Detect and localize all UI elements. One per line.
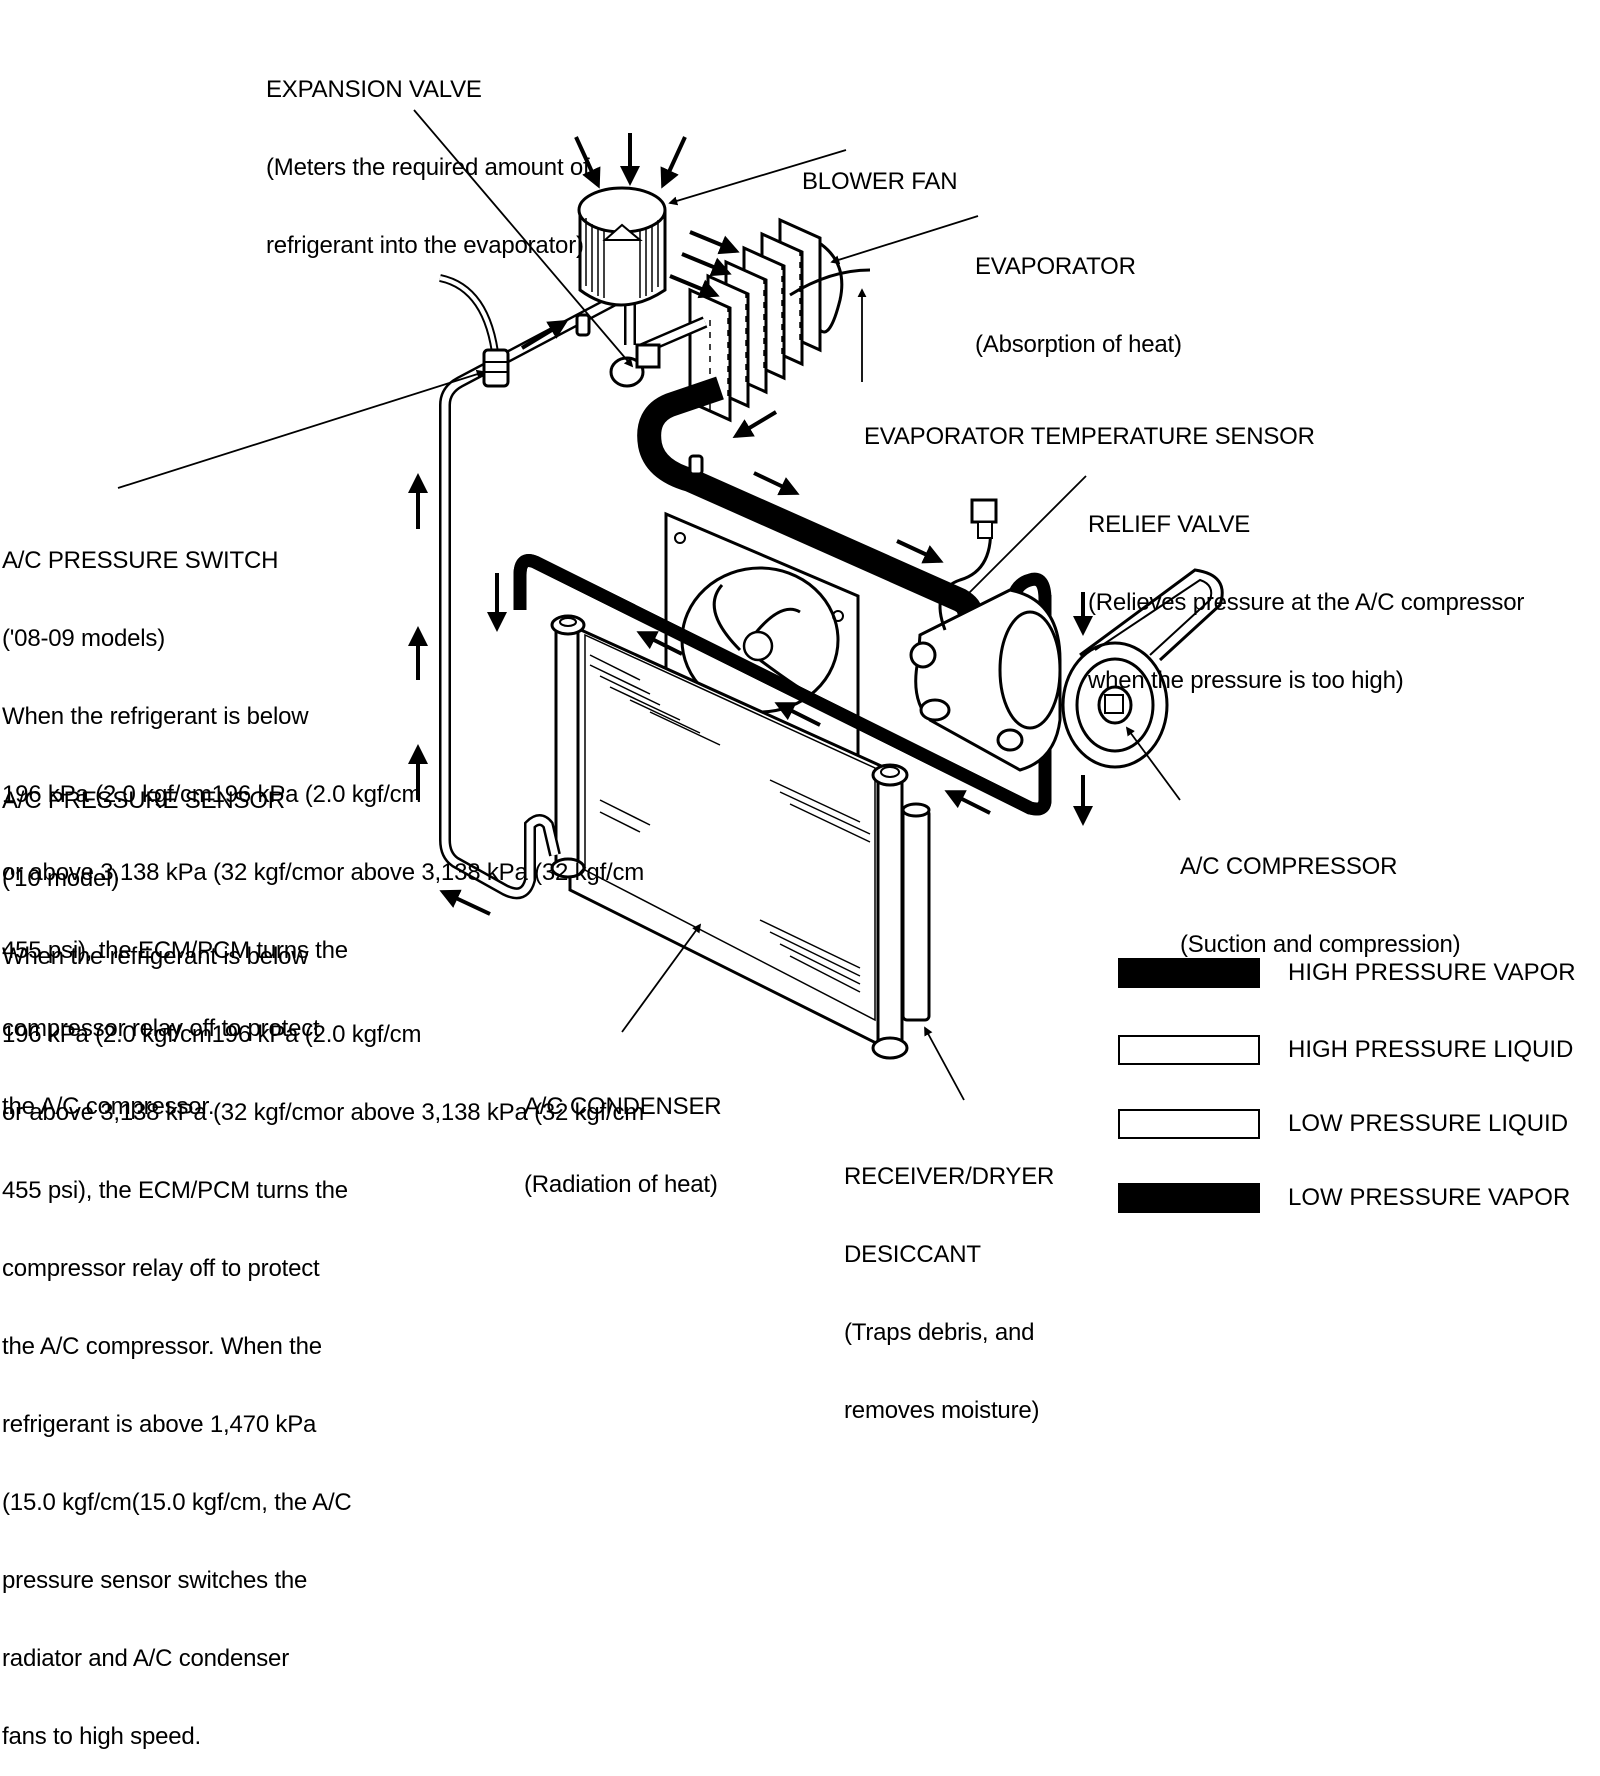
legend-swatch: [1118, 1183, 1260, 1213]
pressure-switch-label: A/C PRESSURE SWITCH ('08-09 models) When…: [2, 547, 645, 1120]
receiver-dryer-label: RECEIVER/DRYER DESICCANT (Traps debris, …: [844, 1163, 1055, 1424]
legend-swatch: [1118, 1035, 1260, 1065]
blower-fan-label: BLOWER FAN: [802, 168, 958, 195]
relief-valve-label: RELIEF VALVE (Relieves pressure at the A…: [1088, 511, 1525, 694]
evaporator-label: EVAPORATOR (Absorption of heat): [975, 253, 1182, 358]
relief-valve: [938, 498, 998, 631]
legend-item: LOW PRESSURE LIQUID: [1118, 1109, 1598, 1143]
pressure-sensor-label: A/C PRESSURE SENSOR ('10 model) When the…: [2, 787, 645, 1750]
legend-item: LOW PRESSURE VAPOR: [1118, 1183, 1598, 1217]
condenser-label: A/C CONDENSER (Radiation of heat): [524, 1093, 722, 1198]
evaporator-temperature-sensor-label: EVAPORATOR TEMPERATURE SENSOR: [864, 423, 1315, 450]
legend-item: HIGH PRESSURE VAPOR: [1118, 958, 1598, 992]
legend-label: LOW PRESSURE VAPOR: [1288, 1184, 1571, 1211]
evaporator-temperature-sensor: [789, 268, 871, 297]
ac-compressor: [909, 568, 1224, 772]
expansion-valve-label: EXPANSION VALVE (Meters the required amo…: [266, 76, 590, 259]
legend-item: HIGH PRESSURE LIQUID: [1118, 1035, 1598, 1069]
blower-fan: [577, 186, 667, 307]
pressure-switch: [439, 274, 510, 388]
flow-arrows: [408, 133, 1093, 916]
evaporator: [688, 217, 844, 423]
legend-label: HIGH PRESSURE VAPOR: [1288, 959, 1576, 986]
receiver-dryer: [901, 802, 931, 1022]
ac-system-diagram: [117, 109, 1224, 1101]
ac-condenser: [550, 614, 909, 1060]
leader-lines: [117, 109, 1181, 1101]
legend-swatch: [1118, 1109, 1260, 1139]
legend-swatch: [1118, 958, 1260, 988]
legend-label: LOW PRESSURE LIQUID: [1288, 1110, 1569, 1137]
legend-label: HIGH PRESSURE LIQUID: [1288, 1036, 1574, 1063]
expansion-valve: [575, 313, 708, 388]
compressor-label: A/C COMPRESSOR (Suction and compression): [1180, 853, 1461, 958]
